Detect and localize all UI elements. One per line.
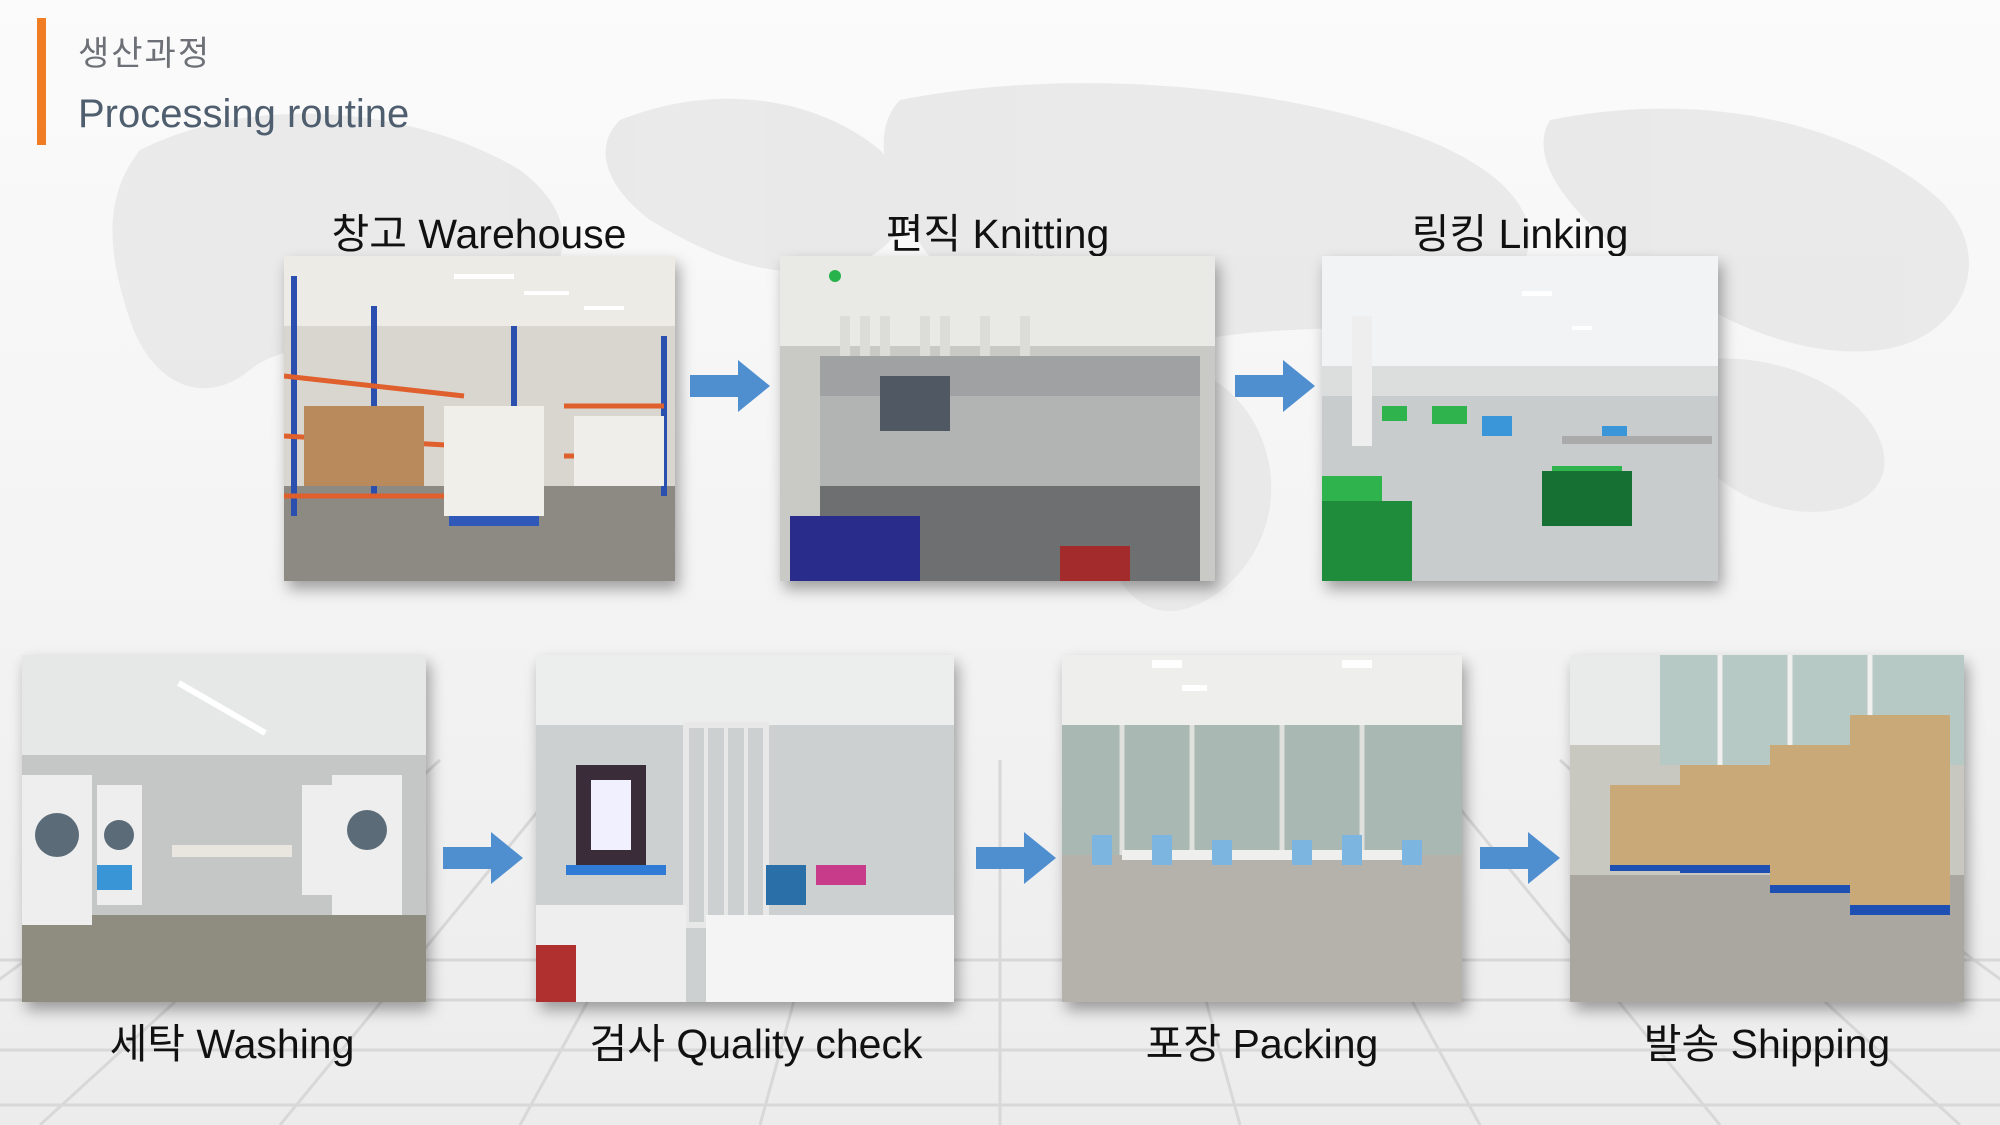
arrow-right-icon [443, 832, 523, 884]
step-label-packing: 포장 Packing [1145, 1021, 1379, 1067]
page-title: Processing routine [78, 92, 410, 136]
arrow-right-icon [690, 360, 770, 412]
arrow-right-icon [1480, 832, 1560, 884]
step-label-knitting: 편직 Knitting [885, 211, 1110, 257]
quality-check-photo [536, 655, 954, 1002]
arrow-right-icon [976, 832, 1056, 884]
washing-machines-photo [22, 655, 426, 1002]
warehouse-photo [284, 256, 675, 581]
arrow-right-icon [1235, 360, 1315, 412]
page-title-korean: 생산과정 [78, 35, 212, 73]
knitting-machine-photo [780, 256, 1215, 581]
step-label-washing: 세탁 Washing [109, 1021, 355, 1067]
step-label-warehouse: 창고 Warehouse [331, 211, 627, 257]
linking-workshop-photo [1322, 256, 1718, 581]
header-accent-bar [37, 18, 46, 145]
step-label-linking: 링킹 Linking [1411, 211, 1629, 257]
shipping-boxes-photo [1570, 655, 1964, 1002]
packing-room-photo [1062, 655, 1462, 1002]
step-label-shipping: 발송 Shipping [1643, 1021, 1891, 1067]
step-label-quality-check: 검사 Quality check [589, 1021, 923, 1067]
